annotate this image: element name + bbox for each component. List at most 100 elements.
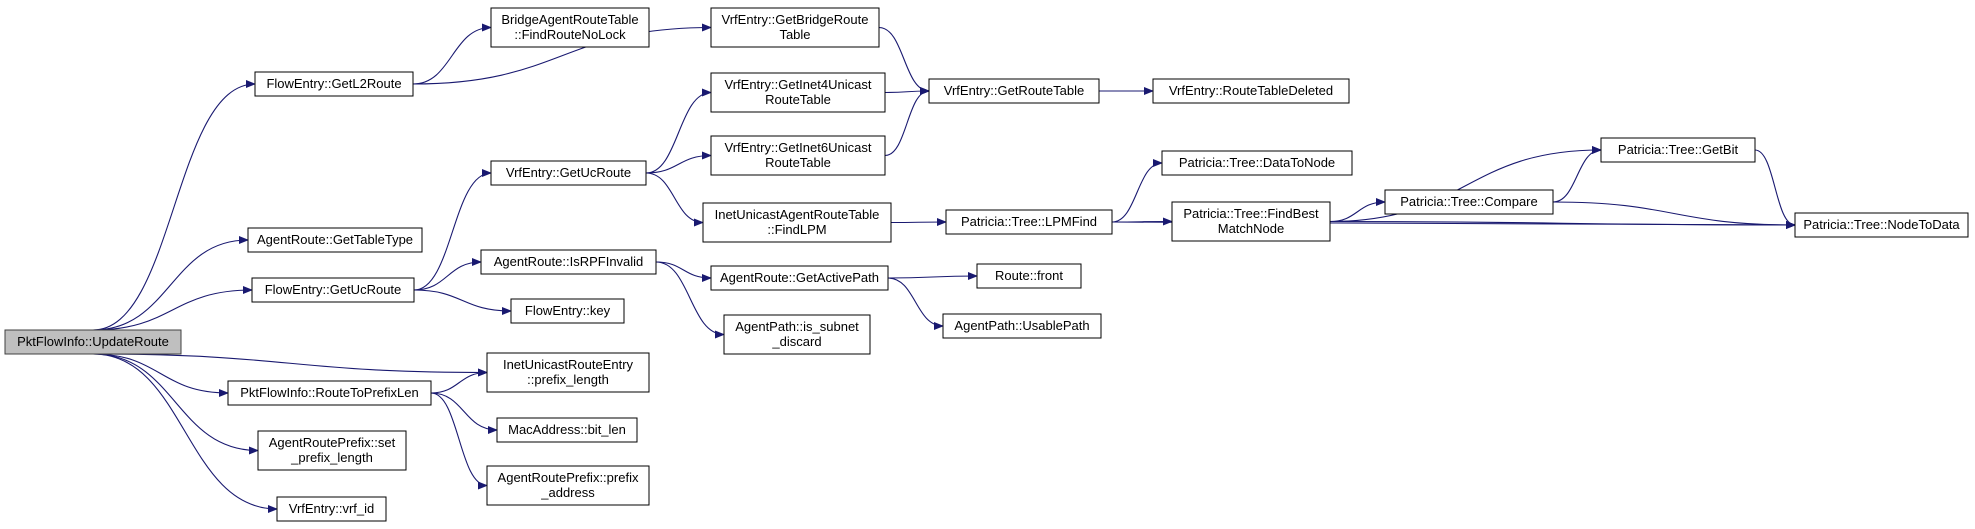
call-edge [884, 87, 930, 96]
call-edge [92, 353, 278, 513]
node-label: ::prefix_length [527, 372, 609, 387]
edge-line [884, 87, 930, 157]
edge-line [645, 88, 712, 174]
edge-line [92, 236, 249, 331]
edge-line [878, 26, 930, 95]
node-box [480, 249, 657, 275]
edge-line [887, 272, 978, 281]
node-box [945, 209, 1113, 235]
function-node[interactable]: VrfEntry::GetUcRoute [490, 160, 647, 186]
edge-line [655, 261, 725, 339]
node-label: VrfEntry::GetBridgeRoute [722, 12, 869, 27]
node-label: PktFlowInfo::RouteToPrefixLen [240, 385, 418, 400]
node-label: _address [540, 485, 595, 500]
edge-line [645, 151, 712, 174]
edge-line [887, 277, 944, 330]
function-node[interactable]: PktFlowInfo::UpdateRoute [4, 329, 182, 355]
function-node[interactable]: VrfEntry::vrf_id [276, 496, 387, 522]
edge-line [1754, 149, 1796, 229]
call-edge [645, 172, 704, 227]
node-box [486, 465, 650, 506]
node-label: Route::front [995, 268, 1063, 283]
function-node[interactable]: FlowEntry::GetL2Route [254, 71, 414, 97]
function-node[interactable]: VrfEntry::RouteTableDeleted [1152, 78, 1350, 104]
function-node[interactable]: AgentRoute::GetActivePath [710, 265, 889, 291]
node-box [702, 202, 892, 243]
call-edge [413, 289, 512, 315]
edge-line [645, 172, 704, 227]
function-node[interactable]: InetUnicastRouteEntry::prefix_length [486, 352, 650, 393]
node-label: Table [779, 27, 810, 42]
call-edge [887, 277, 944, 330]
call-edge [878, 26, 930, 95]
edge-line [1329, 146, 1602, 223]
function-node[interactable]: FlowEntry::GetUcRoute [251, 277, 415, 303]
node-label: Patricia::Tree::GetBit [1618, 142, 1739, 157]
call-edge [412, 23, 492, 85]
edge-line [92, 353, 259, 455]
node-box [710, 135, 886, 176]
function-node[interactable]: AgentRoute::IsRPFInvalid [480, 249, 657, 275]
node-label: RouteTable [765, 155, 831, 170]
node-box [710, 265, 889, 291]
node-box [490, 160, 647, 186]
node-box [276, 496, 387, 522]
node-box [490, 7, 650, 48]
node-box [710, 7, 880, 48]
node-label: Patricia::Tree::DataToNode [1179, 155, 1335, 170]
node-label: AgentRoute::IsRPFInvalid [494, 254, 644, 269]
call-edge [92, 353, 259, 455]
node-label: VrfEntry::vrf_id [289, 501, 374, 516]
call-edge [430, 392, 498, 434]
edge-line [1111, 159, 1163, 223]
node-label: AgentPath::is_subnet [735, 319, 859, 334]
function-node[interactable]: AgentPath::UsablePath [942, 313, 1102, 339]
function-node[interactable]: Patricia::Tree::Compare [1384, 189, 1554, 215]
node-label: Patricia::Tree::FindBest [1183, 206, 1319, 221]
call-edge [655, 261, 712, 282]
edge-line [413, 289, 512, 315]
function-node[interactable]: BridgeAgentRouteTable::FindRouteNoLock [490, 7, 650, 48]
function-node[interactable]: FlowEntry::key [510, 298, 625, 324]
edge-line [430, 392, 498, 434]
node-label: BridgeAgentRouteTable [501, 12, 638, 27]
function-node[interactable]: Patricia::Tree::GetBit [1600, 137, 1756, 163]
function-node[interactable]: Route::front [976, 263, 1082, 289]
node-label: InetUnicastAgentRouteTable [715, 207, 880, 222]
function-node[interactable]: AgentRoutePrefix::prefix_address [486, 465, 650, 506]
function-node[interactable]: Patricia::Tree::NodeToData [1794, 212, 1969, 238]
function-node[interactable]: AgentRoute::GetTableType [247, 227, 423, 253]
node-box [1161, 150, 1353, 176]
node-label: FlowEntry::GetUcRoute [265, 282, 402, 297]
function-node[interactable]: PktFlowInfo::RouteToPrefixLen [227, 380, 432, 406]
node-box [254, 71, 414, 97]
node-label: Patricia::Tree::LPMFind [961, 214, 1097, 229]
node-label: FlowEntry::GetL2Route [266, 76, 401, 91]
node-box [486, 352, 650, 393]
node-box [4, 329, 182, 355]
call-edge [92, 286, 253, 331]
node-box [723, 314, 871, 355]
call-edge [1329, 146, 1602, 223]
function-node[interactable]: Patricia::Tree::DataToNode [1161, 150, 1353, 176]
function-node[interactable]: AgentPath::is_subnet_discard [723, 314, 871, 355]
edge-line [655, 261, 712, 282]
function-node[interactable]: Patricia::Tree::LPMFind [945, 209, 1113, 235]
call-edge [655, 261, 725, 339]
function-node[interactable]: MacAddress::bit_len [496, 417, 638, 443]
node-box [1152, 78, 1350, 104]
function-node[interactable]: AgentRoutePrefix::set_prefix_length [257, 430, 407, 471]
call-edge [1111, 159, 1163, 223]
edge-line [1552, 201, 1796, 229]
node-label: MacAddress::bit_len [508, 422, 626, 437]
node-box [496, 417, 638, 443]
node-box [710, 72, 886, 113]
edge-line [92, 286, 253, 331]
function-node[interactable]: InetUnicastAgentRouteTable::FindLPM [702, 202, 892, 243]
function-node[interactable]: VrfEntry::GetRouteTable [928, 78, 1100, 104]
node-box [1171, 201, 1331, 242]
